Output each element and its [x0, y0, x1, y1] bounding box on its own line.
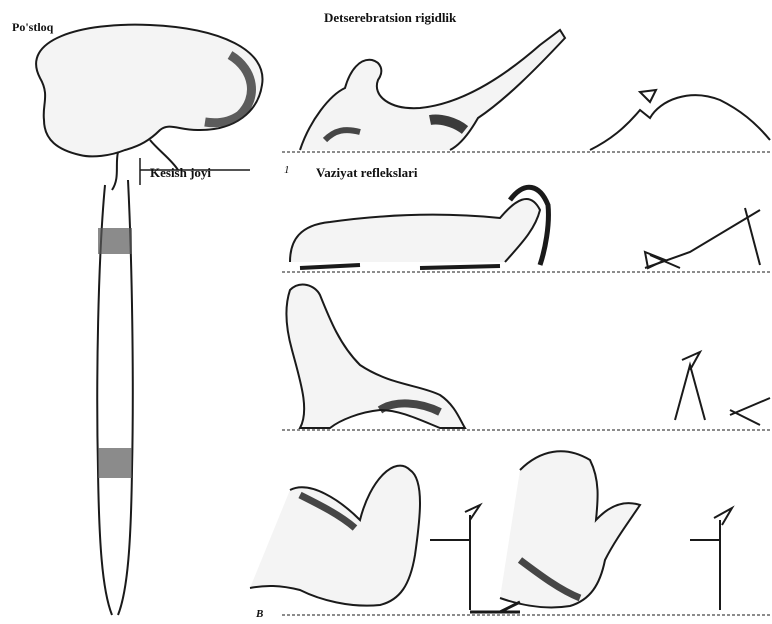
- panel-decerebrate: [282, 30, 770, 152]
- label-panel-b: B: [256, 608, 263, 620]
- cord-swelling-upper: [98, 228, 132, 254]
- label-panel-1: 1: [284, 164, 290, 176]
- brain-and-spinal-cord: [36, 25, 262, 615]
- panel-reflex-b: [250, 451, 770, 615]
- panel-reflex-3: [282, 285, 770, 430]
- cord-swelling-lower: [98, 448, 132, 478]
- label-cortex: Po'stloq: [12, 20, 53, 35]
- label-cut-place: Kesish joyi: [150, 165, 211, 181]
- panel-reflex-2: [282, 187, 770, 272]
- label-position-reflexes: Vaziyat reflekslari: [316, 165, 417, 181]
- brain-cortex: [36, 25, 262, 157]
- label-decerebration: Detserebratsion rigidlik: [324, 10, 456, 26]
